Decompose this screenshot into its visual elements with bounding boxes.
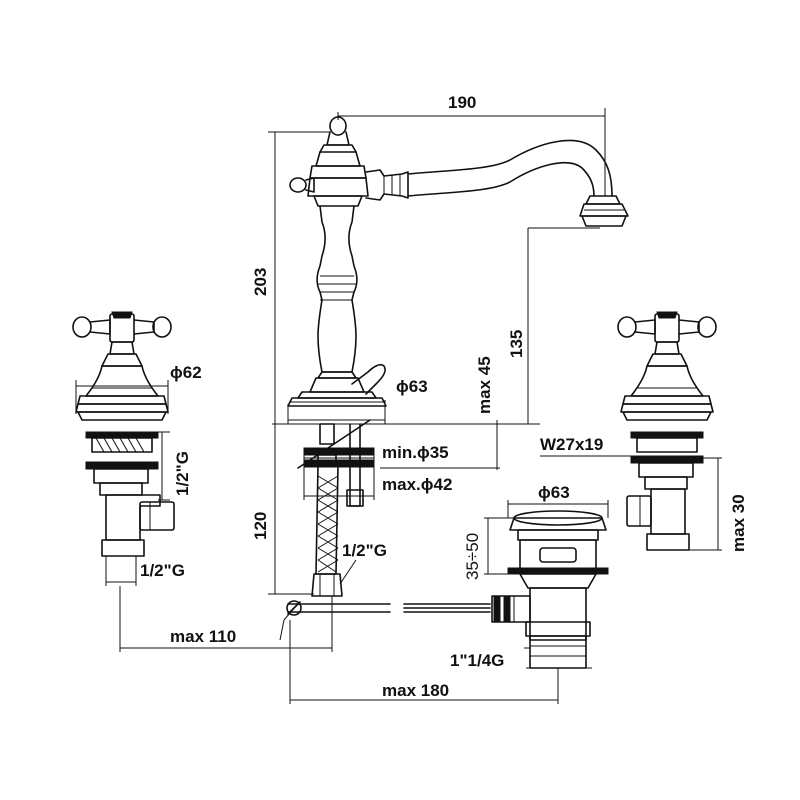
- label-right-max: max 30: [729, 494, 748, 552]
- label-base-diameter: ϕ63: [396, 377, 428, 396]
- label-handle-inlet: 1/2"G: [140, 561, 185, 580]
- label-waste-range: 35÷50: [463, 533, 482, 580]
- label-waste-thread: 1"1/4G: [450, 651, 504, 670]
- left-handle: [72, 311, 175, 557]
- label-max-110: max 110: [170, 627, 236, 646]
- label-handle-thread: 1/2"G: [173, 451, 192, 496]
- label-handle-diameter: ϕ62: [170, 363, 202, 382]
- label-total-height: 203: [251, 268, 270, 296]
- pop-up-waste: [491, 510, 609, 669]
- label-max-180: max 180: [382, 681, 449, 700]
- label-spout-reach: 190: [448, 93, 476, 112]
- label-min-hole: min.ϕ35: [382, 443, 449, 462]
- spout-arc: [407, 139, 629, 227]
- label-spout-height: 135: [507, 330, 526, 358]
- label-right-thread: W27x19: [540, 435, 603, 454]
- label-waste-diameter: ϕ63: [538, 483, 570, 502]
- dimension-lines: [75, 108, 722, 704]
- pull-rod: [286, 419, 491, 616]
- dimension-labels: 190 203 135 ϕ63 max 45 ϕ62 1/2"G 1/2"G m…: [140, 93, 748, 700]
- under-deck-shanks: [303, 423, 375, 597]
- spout-body: [287, 116, 409, 407]
- right-handle: [617, 311, 717, 551]
- label-max-deck: max 45: [475, 356, 494, 414]
- label-max-hole: max.ϕ42: [382, 475, 452, 494]
- label-shank-length: 120: [251, 512, 270, 540]
- label-hose-thread: 1/2"G: [342, 541, 387, 560]
